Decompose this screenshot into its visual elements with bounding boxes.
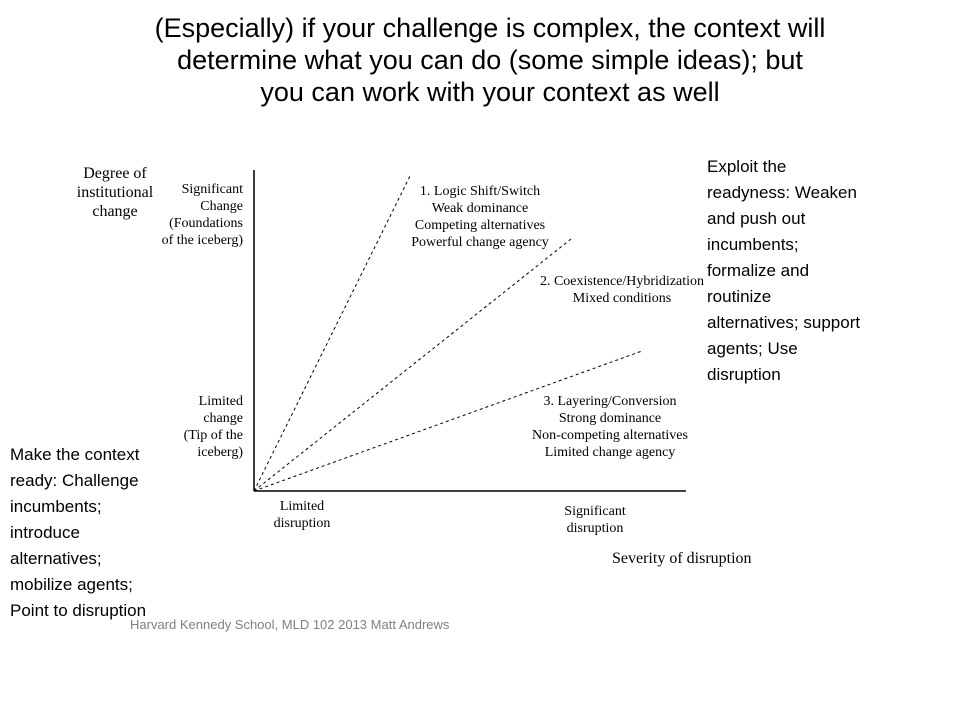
region-layering: 3. Layering/Conversion Strong dominance … xyxy=(515,393,705,461)
region-line: Strong dominance xyxy=(558,411,662,426)
slide-footer: Harvard Kennedy School, MLD 102 2013 Mat… xyxy=(130,617,450,632)
right-note-line: disruption xyxy=(707,365,781,384)
x-high-line: disruption xyxy=(566,521,624,536)
region-line: Weak dominance xyxy=(431,201,529,216)
right-note-line: routinize xyxy=(707,287,772,306)
y-low-line: change xyxy=(203,411,243,426)
left-note: Make the context ready: Challenge incumb… xyxy=(10,442,250,624)
region-line: Powerful change agency xyxy=(411,235,549,250)
region-heading: 2. Coexistence/Hybridization xyxy=(539,274,705,289)
y-low-line: Limited xyxy=(198,394,243,409)
region-logic-shift: 1. Logic Shift/Switch Weak dominance Com… xyxy=(395,183,565,251)
region-line: Limited change agency xyxy=(544,445,676,460)
boundary-line-1 xyxy=(253,173,412,492)
right-note-line: alternatives; support xyxy=(707,313,861,332)
y-axis-title-line: institutional xyxy=(76,184,154,201)
y-high-line: (Foundations xyxy=(169,216,243,231)
region-heading: 1. Logic Shift/Switch xyxy=(419,184,541,199)
y-high-line: of the iceberg) xyxy=(161,233,243,248)
right-note-line: agents; Use xyxy=(707,339,798,358)
right-note-line: and push out xyxy=(707,209,806,228)
boundary-line-3 xyxy=(253,350,643,492)
x-high-line: Significant xyxy=(564,504,626,519)
y-high-line: Significant xyxy=(181,182,243,197)
y-low-line: iceberg) xyxy=(197,445,243,460)
x-low-line: Limited xyxy=(279,499,325,514)
title-line: (Especially) if your challenge is comple… xyxy=(154,13,826,43)
region-line: Competing alternatives xyxy=(414,218,546,233)
region-heading: 3. Layering/Conversion xyxy=(543,394,677,409)
left-note-line: Make the context xyxy=(10,445,140,464)
region-line: Non-competing alternatives xyxy=(532,428,688,443)
y-low-label: Limited change (Tip of the iceberg) xyxy=(150,393,243,461)
left-note-line: incumbents; xyxy=(10,497,102,516)
y-axis-title: Degree of institutional change xyxy=(55,164,175,221)
title-line: determine what you can do (some simple i… xyxy=(177,45,803,75)
y-axis-title-line: Degree of xyxy=(83,165,147,182)
region-line: Mixed conditions xyxy=(572,291,672,306)
left-note-line: alternatives; xyxy=(10,549,102,568)
x-low-line: disruption xyxy=(273,516,331,531)
x-high-label: Significant disruption xyxy=(545,503,645,537)
x-low-label: Limited disruption xyxy=(252,498,352,532)
right-note-line: readyness: Weaken xyxy=(707,183,857,202)
region-coexistence: 2. Coexistence/Hybridization Mixed condi… xyxy=(527,273,717,307)
right-note-line: formalize and xyxy=(707,261,810,280)
left-note-line: introduce xyxy=(10,523,80,542)
boundary-line-2 xyxy=(253,238,572,492)
y-axis-title-line: change xyxy=(92,203,138,220)
left-note-line: ready: Challenge xyxy=(10,471,139,490)
y-high-label: Significant Change (Foundations of the i… xyxy=(130,181,243,249)
right-note-line: Exploit the xyxy=(707,157,787,176)
y-high-line: Change xyxy=(200,199,243,214)
x-axis-title: Severity of disruption xyxy=(612,550,752,567)
right-note: Exploit the readyness: Weaken and push o… xyxy=(707,154,947,388)
title-line: you can work with your context as well xyxy=(260,77,720,107)
right-note-line: incumbents; xyxy=(707,235,799,254)
left-note-line: mobilize agents; xyxy=(10,575,133,594)
x-axis-title-text: Severity of disruption xyxy=(612,550,752,567)
left-note-line: Point to disruption xyxy=(10,601,147,620)
y-low-line: (Tip of the xyxy=(183,428,243,443)
slide-title: (Especially) if your challenge is comple… xyxy=(60,12,920,108)
